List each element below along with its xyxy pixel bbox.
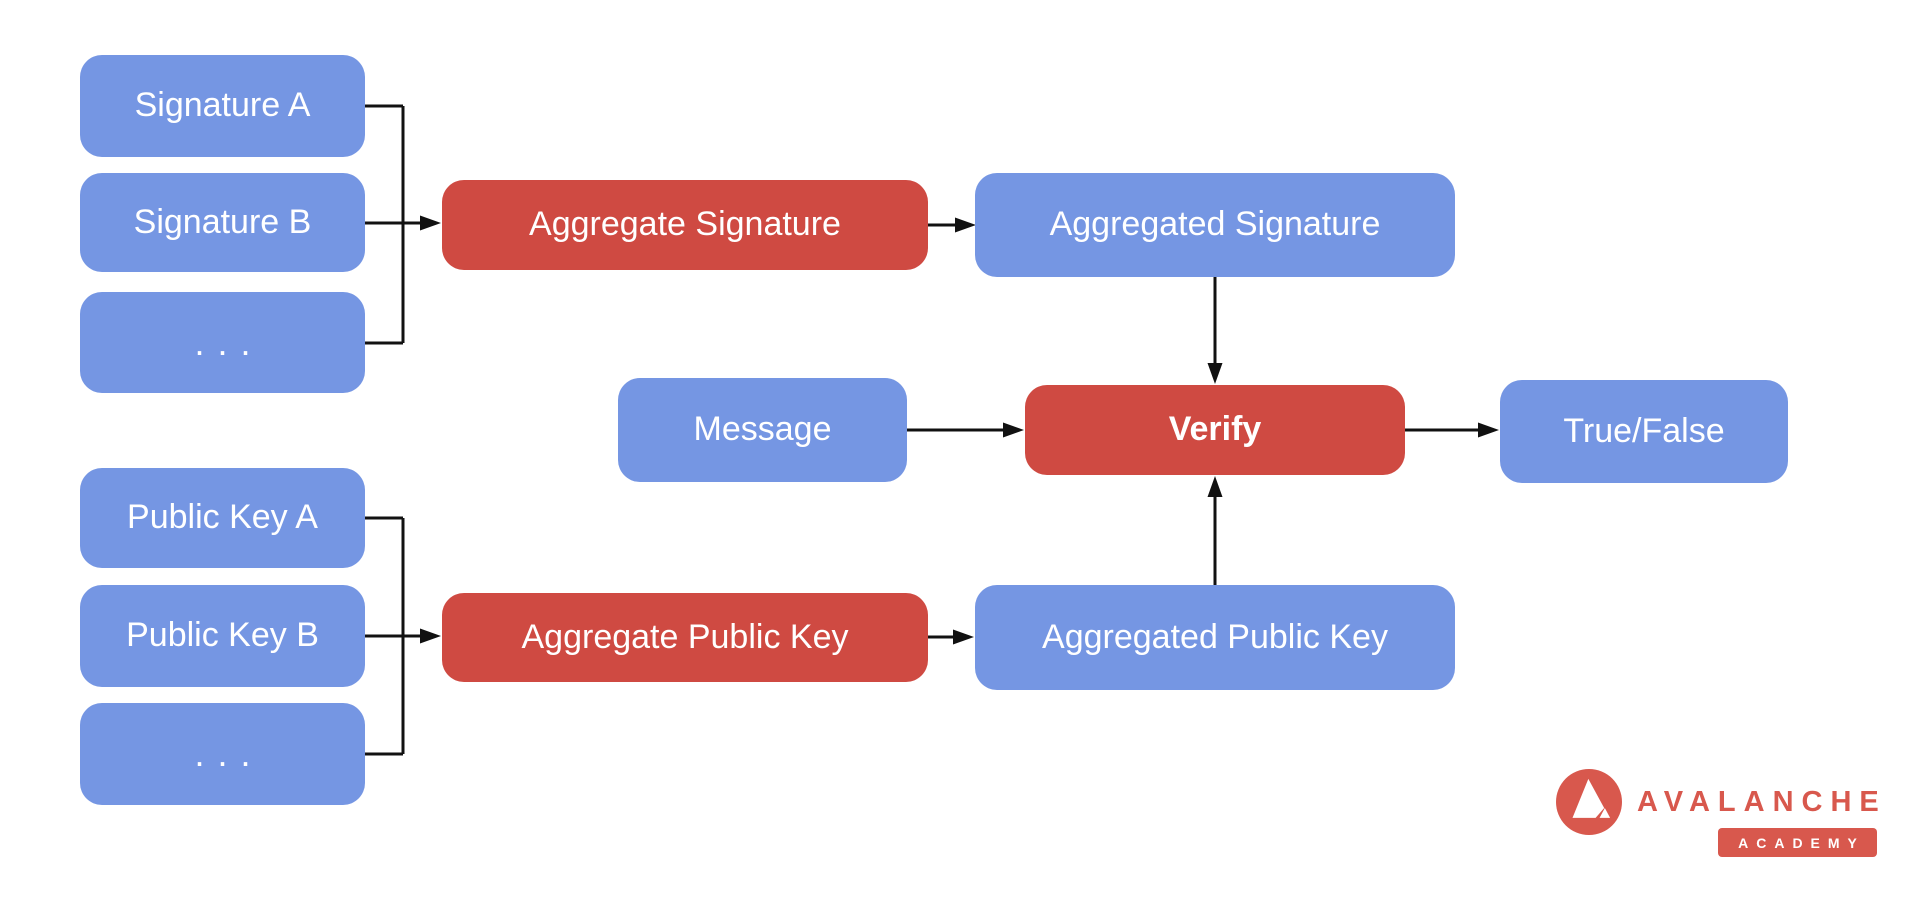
node-aggregated-public-key: Aggregated Public Key	[975, 585, 1455, 690]
node-aggregate-signature: Aggregate Signature	[442, 180, 928, 270]
edge-aggd-sig-to-verify	[1207, 277, 1223, 384]
avalanche-logo-icon	[1556, 769, 1622, 835]
node-public-keys-ellipsis: ...	[80, 703, 365, 805]
node-public-key-a: Public Key A	[80, 468, 365, 568]
academy-badge: ACADEMY	[1718, 828, 1877, 857]
edge-message-to-verify	[907, 422, 1024, 438]
node-aggregated-signature: Aggregated Signature	[975, 173, 1455, 277]
node-aggregate-public-key: Aggregate Public Key	[442, 593, 928, 682]
edge-verify-to-truefalse	[1405, 422, 1499, 438]
edge-publickeys-merge	[365, 516, 441, 756]
node-verify: Verify	[1025, 385, 1405, 475]
edge-signatures-merge	[365, 104, 441, 345]
edge-agg-pk-to-aggd-pk	[928, 629, 974, 645]
edge-aggd-pk-to-verify	[1207, 476, 1223, 585]
node-true-false: True/False	[1500, 380, 1788, 483]
edge-agg-sig-to-aggd-sig	[928, 217, 976, 233]
node-signature-a: Signature A	[80, 55, 365, 157]
avalanche-wordmark: AVALANCHE	[1637, 786, 1887, 818]
node-signatures-ellipsis: ...	[80, 292, 365, 393]
node-signature-b: Signature B	[80, 173, 365, 272]
node-public-key-b: Public Key B	[80, 585, 365, 687]
node-message: Message	[618, 378, 907, 482]
